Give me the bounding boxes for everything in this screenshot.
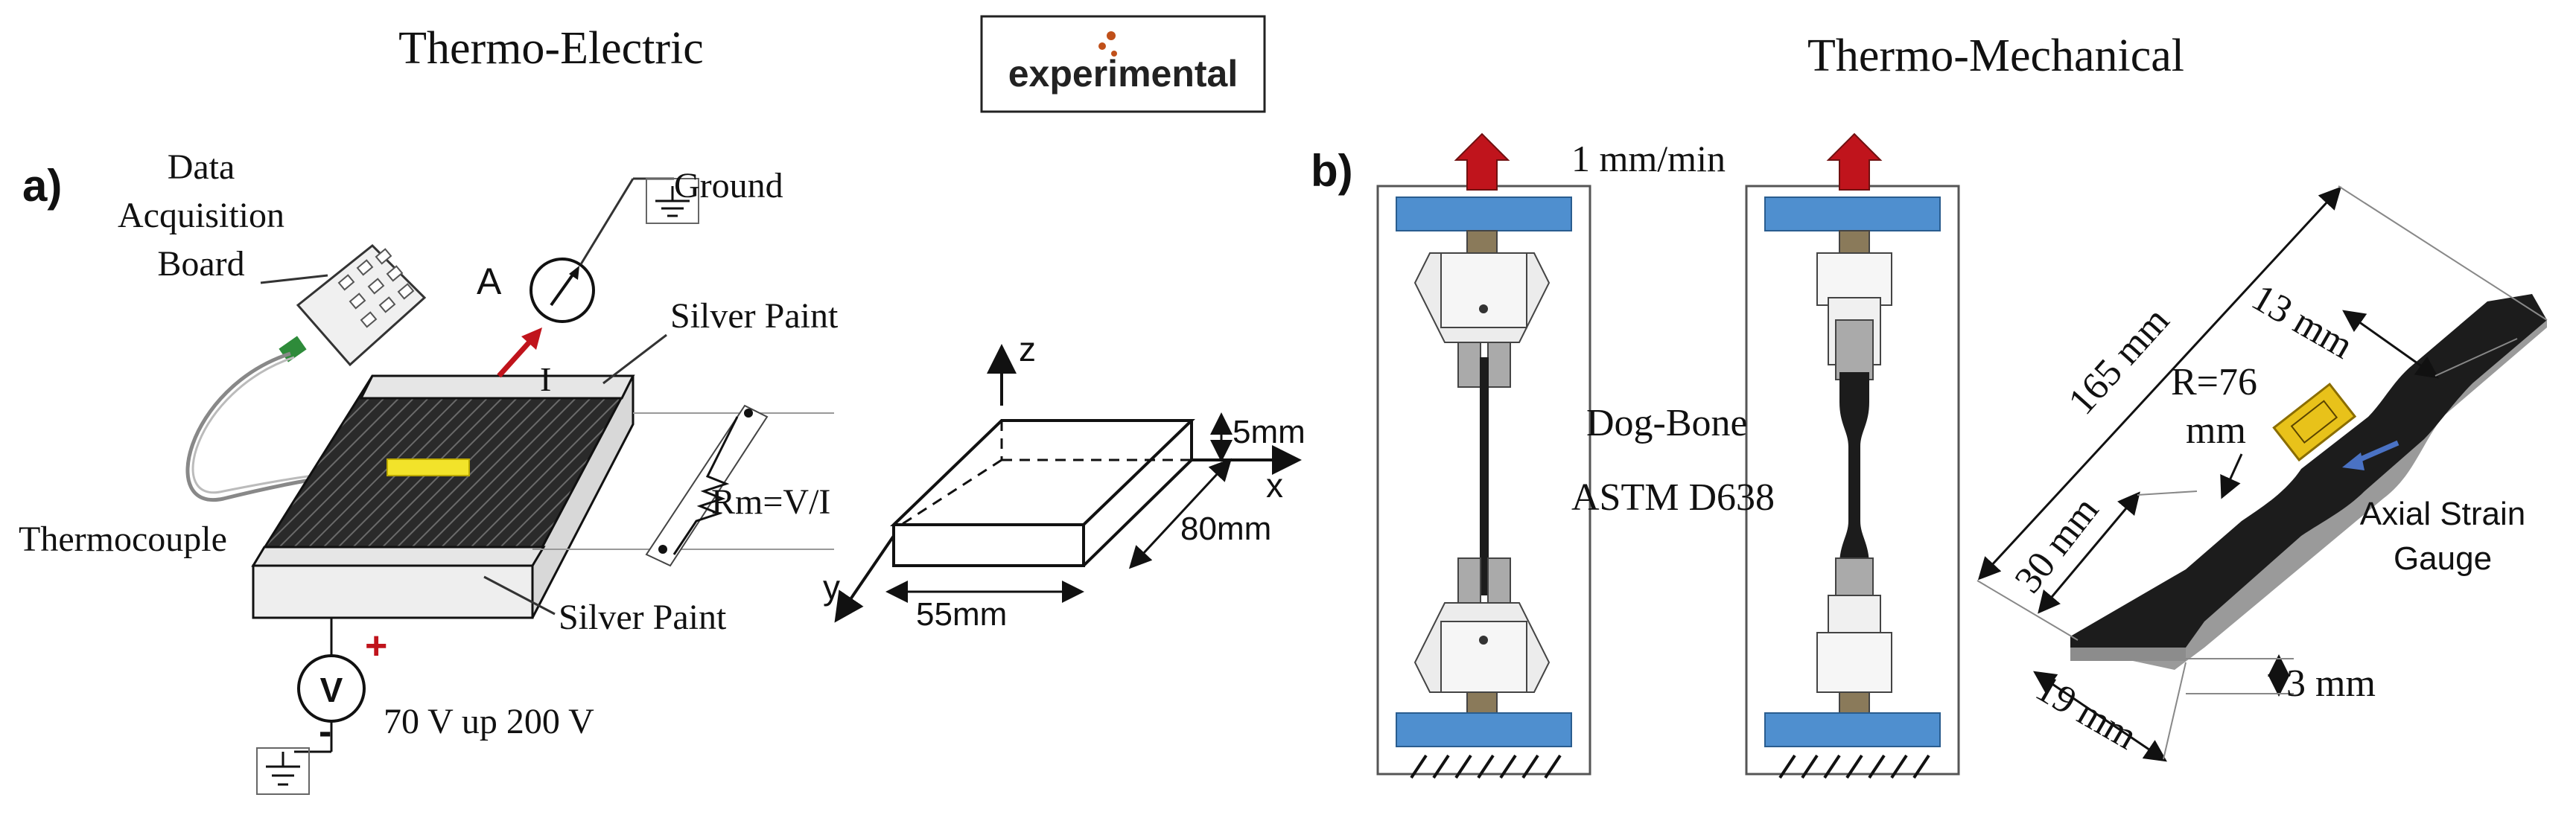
resistance-label: Rm=V/I <box>711 482 830 522</box>
right-title: Thermo-Mechanical <box>1807 31 2184 81</box>
dim-grip-length-label: 30 mm <box>2007 489 2108 601</box>
minus-sign: - <box>319 710 331 753</box>
current-label: I <box>540 360 551 398</box>
gauge-label-line2: Gauge <box>2394 540 2492 577</box>
thermocouple-label: Thermocouple <box>19 520 227 559</box>
panel-a-label: a) <box>22 161 62 211</box>
silver-paint-top-label: Silver Paint <box>670 296 839 336</box>
data-acquisition-board-icon <box>296 243 427 367</box>
tensile-fixture-flat-specimen <box>1376 132 1591 779</box>
resistance-box <box>532 404 834 567</box>
silver-paint-bottom-strip <box>251 546 546 567</box>
dim-gauge-width-label: 13 mm <box>2245 276 2360 367</box>
panel-b-label: b) <box>1311 146 1353 196</box>
ammeter-letter: A <box>477 261 502 302</box>
ground-bottom-icon <box>256 747 310 795</box>
voltage-label: 70 V up 200 V <box>384 702 594 741</box>
data-board-line2: Acquisition <box>118 196 284 235</box>
dim-height-label: 5mm <box>1233 414 1306 450</box>
dim-thickness-label: 3 mm <box>2286 662 2376 705</box>
dim-radius-a-label: R=76 <box>2171 361 2257 403</box>
dim-radius-b-label: mm <box>2186 409 2246 452</box>
thermocouple-tip <box>387 458 470 476</box>
dim-total-length-label: 165 mm <box>2061 299 2178 423</box>
svg-text:V: V <box>320 671 343 709</box>
ammeter-icon <box>529 258 595 323</box>
axes-box-diagram <box>834 344 1302 623</box>
speed-label: 1 mm/min <box>1571 138 1726 179</box>
data-board-line3: Board <box>157 244 244 284</box>
silver-paint-top-strip <box>359 374 635 400</box>
experimental-logo: experimental <box>980 15 1266 113</box>
axis-y-label: y <box>823 568 840 607</box>
composite-plate <box>251 374 635 619</box>
svg-text:experimental: experimental <box>1008 53 1238 95</box>
ground-top-icon <box>646 178 699 224</box>
left-title: Thermo-Electric <box>398 23 704 74</box>
silver-paint-bottom-label: Silver Paint <box>559 598 727 637</box>
plus-sign: + <box>365 624 387 668</box>
dim-grip-width-label: 19 mm <box>2029 667 2144 758</box>
axis-z-label: z <box>1019 330 1036 368</box>
data-board-line1: Data <box>168 147 235 187</box>
axis-x-label: x <box>1266 466 1283 505</box>
tensile-fixture-dogbone-specimen <box>1745 132 1960 779</box>
dim-width-label: 55mm <box>916 596 1007 633</box>
gauge-label-line1: Axial Strain <box>2360 496 2526 532</box>
standard-label: ASTM D638 <box>1571 476 1775 519</box>
voltmeter-icon: V <box>297 654 366 723</box>
ground-label: Ground <box>674 166 783 205</box>
specimen-name-label: Dog-Bone <box>1586 402 1748 444</box>
dim-length-label: 80mm <box>1180 511 1271 547</box>
